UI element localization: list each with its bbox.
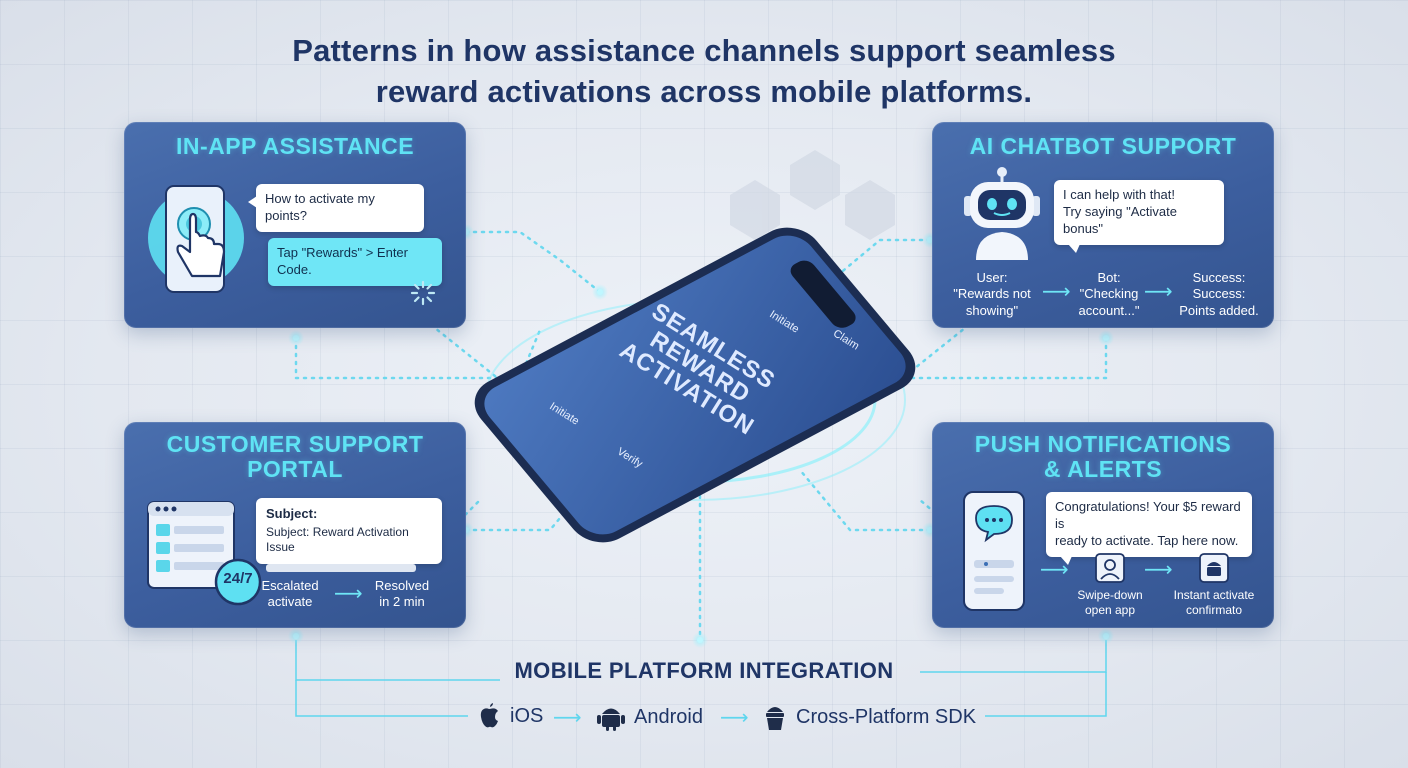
portal-step-1-line-2: activate	[267, 594, 313, 610]
push-step-1-line-2: open app	[1084, 603, 1136, 617]
platform-cross-sdk: Cross-Platform SDK	[762, 703, 976, 731]
apple-icon	[480, 703, 498, 728]
push-notifications-card: PUSH NOTIFICATIONS & ALERTS Congratulati…	[932, 422, 1274, 628]
push-message-bubble: Congratulations! Your $5 reward is ready…	[1046, 492, 1252, 565]
chatbot-flow-success: Success: Success: Points added.	[1172, 270, 1266, 319]
portal-step-escalated: Escalated activate	[252, 578, 328, 611]
central-phone-illustration	[474, 227, 916, 543]
push-step-2-line-1: Instant activate	[1173, 588, 1255, 602]
android-icon	[1199, 553, 1229, 583]
page-title: Patterns in how assistance channels supp…	[0, 30, 1408, 112]
platform-android: Android	[596, 703, 703, 731]
browser-window-icon	[147, 501, 262, 606]
ticket-progress-bar	[266, 564, 416, 573]
loading-spinner-icon	[410, 280, 436, 306]
user-profile-icon	[1095, 553, 1125, 583]
flow-arrow-icon: ⟶	[1144, 281, 1173, 303]
portal-title-line-1: CUSTOMER SUPPORT	[166, 431, 424, 457]
chatbot-card-title: AI CHATBOT SUPPORT	[969, 133, 1237, 159]
portal-title-line-2: PORTAL	[247, 456, 343, 483]
hand-tap-icon	[148, 185, 244, 293]
flow-success-line-1: Success:	[1192, 286, 1246, 302]
push-step-1-line-1: Swipe-down	[1077, 588, 1143, 602]
chatbot-flow-bot: Bot: "Checking account..."	[1064, 270, 1154, 319]
flow-success-label: Success:	[1192, 270, 1246, 285]
platform-integration-title: MOBILE PLATFORM INTEGRATION	[514, 658, 894, 683]
ticket-subject-label: Subject:	[266, 506, 318, 521]
push-title-line-1: PUSH NOTIFICATIONS	[974, 431, 1232, 457]
flow-bot-line-2: account..."	[1078, 302, 1140, 318]
customer-support-portal-card: CUSTOMER SUPPORT PORTAL 24/7 Subject: Su…	[124, 422, 466, 628]
push-arrow-icon: ⟶	[1144, 559, 1173, 581]
platform-ios-label: iOS	[510, 704, 544, 727]
push-message-line-1: Congratulations! Your $5 reward is	[1055, 499, 1241, 531]
chatbot-reply-line-1: I can help with that!	[1063, 187, 1176, 202]
push-title-line-2: & ALERTS	[1043, 456, 1163, 483]
platform-ios: iOS	[478, 703, 543, 729]
flow-user-line-2: showing"	[965, 302, 1019, 318]
in-app-assistance-card: IN-APP ASSISTANCE How to activate my poi…	[124, 122, 466, 328]
portal-card-title: CUSTOMER SUPPORT PORTAL	[124, 431, 466, 483]
in-app-question-bubble: How to activate my points?	[248, 184, 424, 232]
ai-chatbot-support-card: AI CHATBOT SUPPORT I can help with that!…	[932, 122, 1274, 328]
flow-user-line-1: "Rewards not	[953, 286, 1031, 302]
portal-step-resolved: Resolved in 2 min	[364, 578, 440, 611]
flow-bot-line-1: "Checking	[1079, 286, 1139, 302]
ticket-subject-value: Subject: Reward Activation Issue	[266, 524, 409, 555]
platform-android-label: Android	[634, 705, 703, 728]
chat-bubble-icon	[963, 491, 1025, 611]
push-card-title: PUSH NOTIFICATIONS & ALERTS	[932, 431, 1274, 483]
title-line-1: Patterns in how assistance channels supp…	[292, 33, 1116, 68]
flow-user-label: User:	[976, 270, 1008, 285]
push-message-line-2: ready to activate. Tap here now.	[1055, 532, 1239, 548]
flow-bot-label: Bot:	[1097, 270, 1121, 285]
ticket-subject-card: Subject: Subject: Reward Activation Issu…	[256, 498, 442, 573]
availability-badge: 24/7	[223, 570, 253, 587]
in-app-card-title: IN-APP ASSISTANCE	[175, 133, 415, 159]
push-step-swipe: Swipe-down open app	[1068, 588, 1152, 618]
title-line-2: reward activations across mobile platfor…	[375, 74, 1033, 110]
push-step-2-line-2: confirmato	[1185, 603, 1243, 617]
push-step-instant: Instant activate confirmato	[1168, 588, 1260, 618]
portal-arrow-icon: ⟶	[334, 583, 363, 605]
portal-step-2-line-1: Resolved	[374, 578, 430, 593]
in-app-answer-bubble: Tap "Rewards" > Enter Code.	[268, 238, 442, 286]
platform-arrow-icon: ⟶	[720, 707, 749, 729]
portal-step-1-line-1: Escalated	[261, 578, 319, 593]
flow-success-line-2: Points added.	[1179, 302, 1259, 318]
chatbot-reply-bubble: I can help with that! Try saying "Activa…	[1054, 180, 1224, 253]
platform-arrow-icon: ⟶	[553, 707, 582, 729]
platform-sdk-label: Cross-Platform SDK	[796, 705, 977, 728]
chatbot-reply-line-2: Try saying "Activate bonus"	[1063, 203, 1177, 236]
portal-step-2-line-2: in 2 min	[379, 594, 425, 610]
sdk-icon	[766, 707, 784, 730]
push-arrow-icon: ⟶	[1040, 559, 1069, 581]
flow-arrow-icon: ⟶	[1042, 281, 1071, 303]
android-icon	[597, 708, 625, 731]
chatbot-flow-user: User: "Rewards not showing"	[944, 270, 1040, 319]
robot-icon	[964, 167, 1040, 260]
